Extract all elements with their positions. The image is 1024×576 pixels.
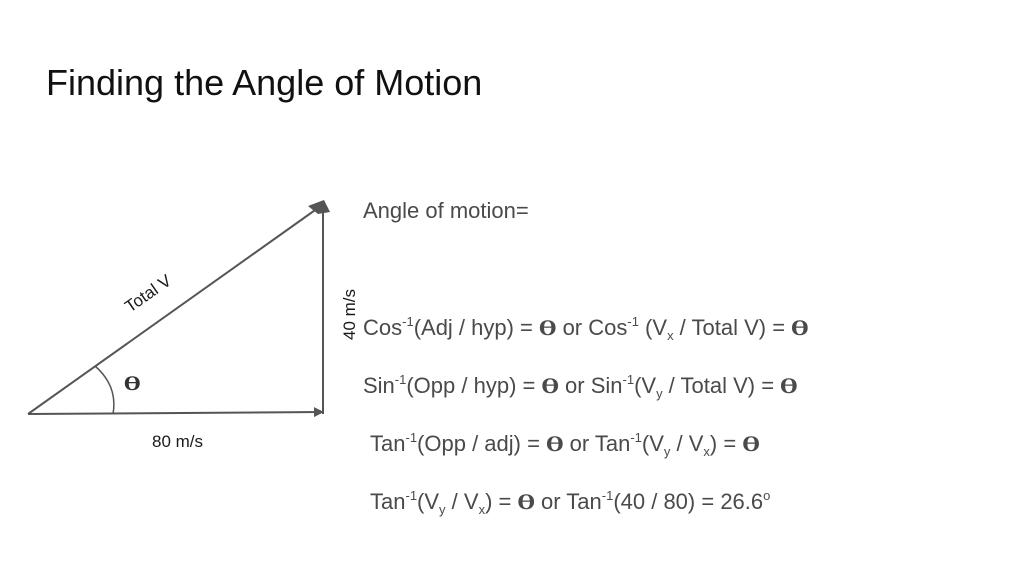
sin-inverse-2: -1	[622, 372, 635, 387]
result-arg1b: / V	[445, 489, 479, 514]
theta-symbol: ϴ	[539, 316, 557, 340]
cos-mid: or Cos	[556, 315, 628, 340]
result-inverse-2: -1	[601, 488, 614, 503]
vertical-label: 40 m/s	[340, 289, 359, 340]
tan-arg1: (Opp / adj) =	[417, 431, 547, 456]
angle-arc	[94, 365, 115, 415]
cos-arg1: (Adj / hyp) =	[413, 315, 540, 340]
theta-symbol: ϴ	[742, 432, 760, 456]
tan-arg2b: / V	[670, 431, 704, 456]
theta-symbol: ϴ	[780, 374, 798, 398]
tan-sub-x: x	[703, 444, 710, 459]
sin-mid: or Sin	[558, 373, 623, 398]
result-arg2: (40 / 80) = 26.6	[613, 489, 764, 514]
result-inverse: -1	[405, 488, 418, 503]
hypotenuse-label: Total V	[121, 271, 175, 317]
hypotenuse-vector	[27, 207, 319, 415]
slide-title: Finding the Angle of Motion	[46, 62, 483, 103]
cos-arg2b: / Total V) =	[673, 315, 792, 340]
sin-equation: Sin-1(Opp / hyp) = ϴ or Sin-1(Vy / Total…	[363, 372, 798, 401]
sin-arg2b: / Total V) =	[662, 373, 781, 398]
tan-arg2c: ) =	[709, 431, 743, 456]
tan-sub-y: y	[663, 444, 671, 459]
theta-symbol: ϴ	[517, 490, 535, 514]
sin-arg2a: (V	[634, 373, 657, 398]
tan-inverse-2: -1	[630, 430, 642, 445]
result-arg1a: (V	[417, 489, 440, 514]
result-arg1c: ) =	[485, 489, 518, 514]
result-mid: or Tan	[534, 489, 602, 514]
angle-symbol: ϴ	[124, 373, 141, 395]
result-sub-x: x	[478, 502, 486, 517]
tan-equation: Tan-1(Opp / adj) = ϴ or Tan-1(Vy / Vx) =…	[370, 430, 760, 459]
horizontal-vector	[27, 407, 324, 418]
tan-fn: Tan	[370, 431, 406, 456]
cos-fn: Cos	[363, 315, 403, 340]
cos-inverse-2: -1	[627, 314, 639, 329]
sin-inverse: -1	[394, 372, 407, 387]
cos-inverse: -1	[402, 314, 414, 329]
heading-text: Angle of motion=	[363, 198, 529, 223]
angle-of-motion-heading: Angle of motion=	[363, 198, 529, 224]
cos-equation: Cos-1(Adj / hyp) = ϴ or Cos-1 (Vx / Tota…	[363, 314, 809, 343]
degree-symbol: o	[763, 488, 771, 503]
sin-fn: Sin	[363, 373, 395, 398]
sin-arg1: (Opp / hyp) =	[406, 373, 542, 398]
cos-sub: x	[667, 328, 674, 343]
tan-arg2a: (V	[641, 431, 664, 456]
horizontal-label: 80 m/s	[152, 432, 203, 451]
result-sub-y: y	[439, 502, 446, 517]
tan-inverse: -1	[405, 430, 418, 445]
result-fn: Tan	[370, 489, 406, 514]
tan-mid: or Tan	[563, 431, 631, 456]
result-equation: Tan-1(Vy / Vx) = ϴ or Tan-1(40 / 80) = 2…	[370, 488, 771, 517]
cos-arg2a: (V	[638, 315, 668, 340]
theta-symbol: ϴ	[546, 432, 564, 456]
theta-symbol: ϴ	[541, 374, 559, 398]
hypotenuse-arrowhead	[308, 200, 330, 214]
sin-sub: y	[656, 386, 663, 401]
theta-symbol: ϴ	[791, 316, 809, 340]
